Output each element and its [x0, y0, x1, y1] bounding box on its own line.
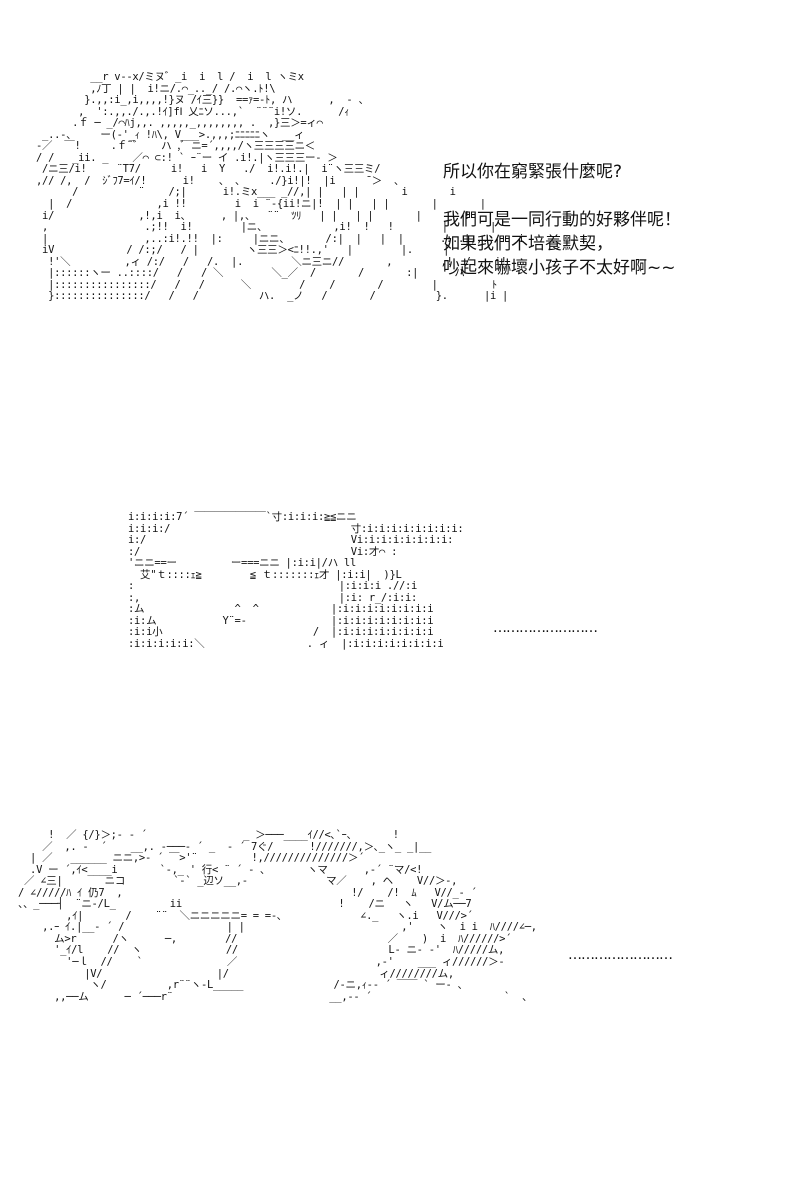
dialogue-line: 所以你在窮緊張什麼呢?	[443, 162, 623, 182]
speech-ellipsis-panel-2: ……………………	[493, 620, 598, 636]
dialogue-line: 如果我們不培養默契，	[443, 234, 613, 254]
ascii-art-hooded-figure: __r v--x/ミヌ゛_i i l / i l ヽミx ,ﾉ丁 | | i!ニ…	[36, 71, 525, 303]
dialogue-line: 吵起來嚇壞小孩子不太好啊~~	[443, 258, 676, 278]
dialogue-line: 我們可是一同行動的好夥伴呢！	[443, 210, 681, 230]
dialogue-spacer	[443, 184, 783, 208]
speech-text-panel-1: 所以你在窮緊張什麼呢? 我們可是一同行動的好夥伴呢！ 如果我們不培養默契， 吵起…	[443, 160, 783, 280]
ascii-art-spiky-hair-figure: ! ／ {/}＞;- ‐ ´ _ ＞───____ｲ//<､`ｰ、 ! ／ ,.…	[18, 829, 537, 1003]
speech-ellipsis-panel-3: ……………………	[568, 947, 673, 963]
ascii-art-face-closeup: i:i:i:i:7´ ￣￣￣￣￣￣￣`寸:i:i:i:≧≦ニニ i:i:i:/ …	[128, 511, 464, 651]
